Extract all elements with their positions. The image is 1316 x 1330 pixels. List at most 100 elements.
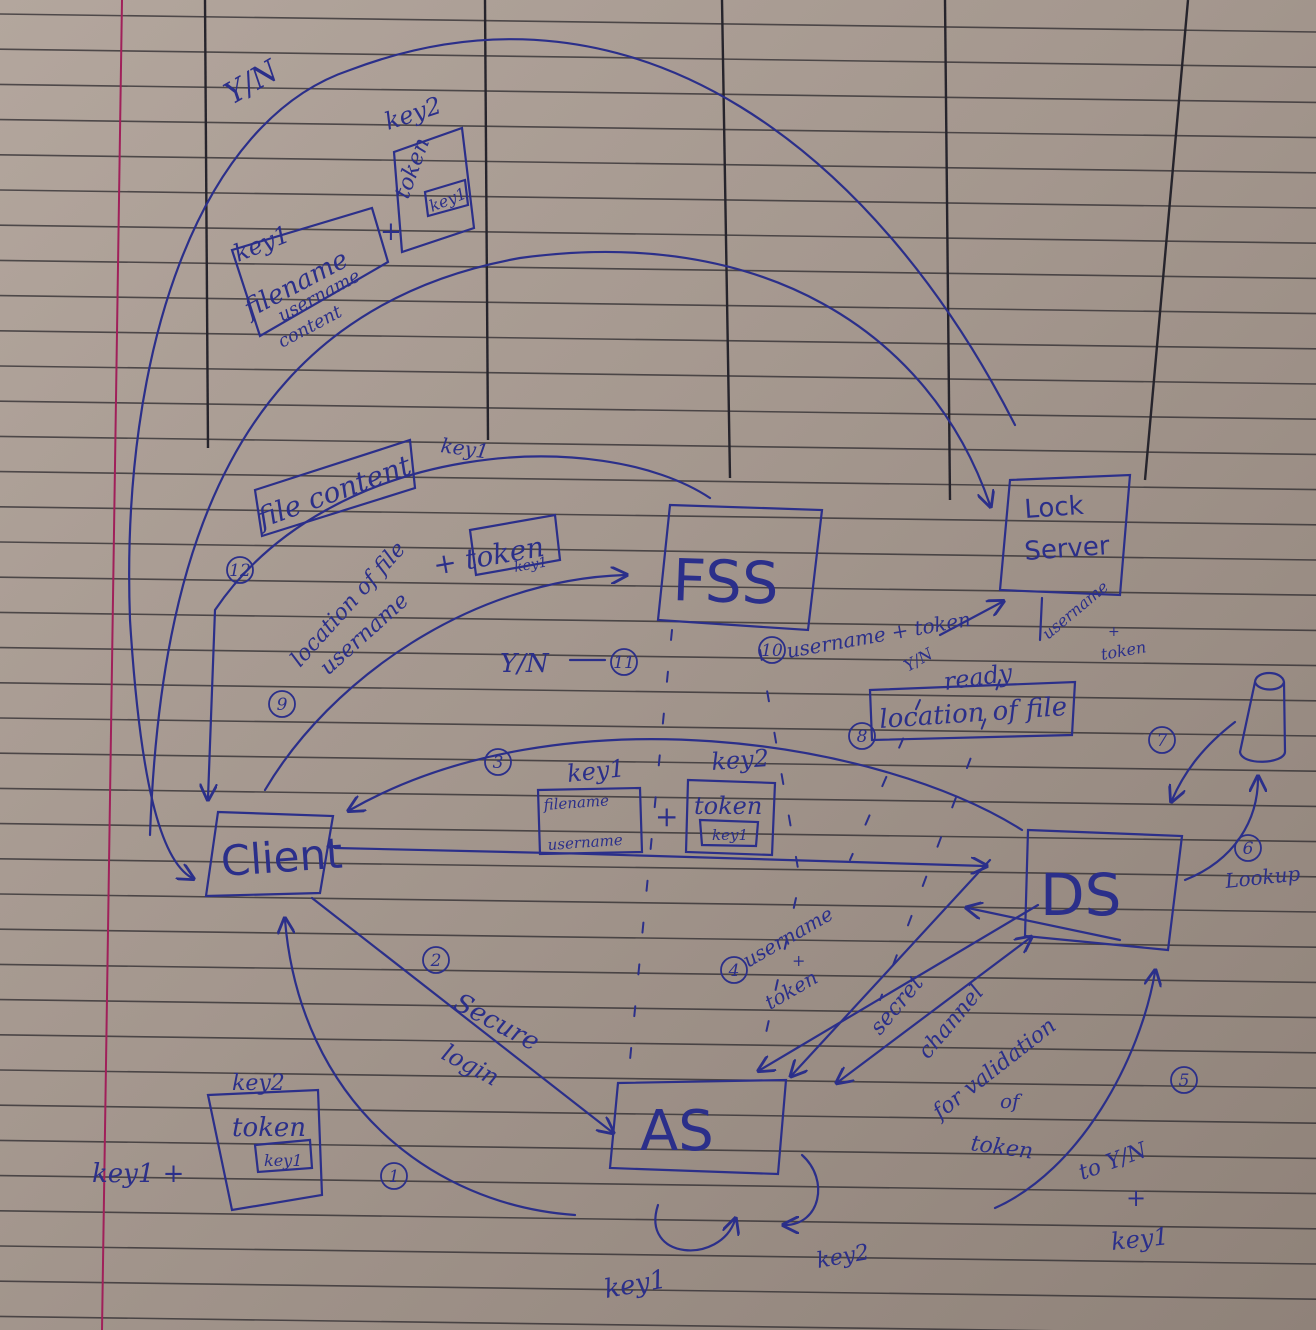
arrow-7-from-store <box>1172 720 1237 800</box>
yn-top-label: Y/N <box>219 53 287 112</box>
step-4-label-circle <box>720 956 748 984</box>
arrow-username-ls <box>1038 596 1044 642</box>
username-ls-3: token <box>1099 637 1147 664</box>
table-lines <box>203 0 1190 501</box>
arrow-6-lookup <box>1183 778 1258 882</box>
token-box-fss <box>468 513 562 577</box>
ruled-line <box>0 576 1316 596</box>
ruled-line <box>0 294 1316 315</box>
step-10-label: 10 <box>761 641 783 661</box>
secret-label-5: token <box>969 1131 1034 1164</box>
username-ls-1: username <box>1038 577 1112 643</box>
step-6-label: 6 <box>1243 839 1254 859</box>
key-fss-label: key1 <box>439 433 490 463</box>
arrow-10-to-lockserver <box>938 602 1002 637</box>
ruled-line <box>0 259 1316 280</box>
lock-server-label-1: Lock <box>1023 491 1084 525</box>
lookup-label: Lookup <box>1223 861 1301 893</box>
lookup-cylinder <box>1238 671 1287 763</box>
ruled-line <box>0 963 1316 984</box>
fss-box <box>656 503 824 632</box>
arrow-5-to-ds <box>993 972 1155 1210</box>
location-file-8-label: location of file <box>878 692 1068 735</box>
lock-server-box <box>998 473 1132 597</box>
ruled-line <box>0 13 1316 33</box>
step-12-label: 12 <box>229 561 251 581</box>
step-11-label-circle <box>610 648 638 676</box>
token-box-bl <box>206 1088 324 1212</box>
ruled-line <box>0 1174 1316 1195</box>
filename-mid-1: filename <box>542 791 610 814</box>
step-5-label-circle <box>1170 1066 1198 1094</box>
client-label: Client <box>219 829 344 886</box>
key2-mid-label: key2 <box>710 744 769 776</box>
username-token-10-label: username + token <box>785 607 973 663</box>
login-label: login <box>437 1039 504 1092</box>
fss-label: FSS <box>672 546 780 618</box>
ruled-line <box>0 1069 1316 1089</box>
as-box <box>608 1078 788 1176</box>
username-4-3: token <box>761 965 822 1014</box>
dashed-lines <box>629 629 1001 1061</box>
arrow-yn-top <box>128 38 1017 878</box>
ready-label: ready <box>942 659 1015 696</box>
step-9-label-circle <box>268 690 296 718</box>
file-content-label: file content <box>251 448 416 535</box>
ruled-line <box>0 365 1316 385</box>
step-9-label: 9 <box>277 695 288 715</box>
plus-mid-label: + <box>655 800 678 833</box>
ruled-line <box>0 435 1316 456</box>
username-ls-2: + <box>1108 624 1120 640</box>
token-inner-top <box>423 178 470 218</box>
ruled-line <box>0 682 1316 702</box>
step-2-label: 2 <box>430 951 442 971</box>
key2-bottom-label: key2 <box>815 1240 871 1274</box>
ruled-line <box>0 998 1316 1019</box>
key1-br-label: key1 <box>1110 1222 1170 1256</box>
ruled-line <box>0 330 1316 350</box>
yn-11-label: Y/N <box>500 649 550 679</box>
file-content-box <box>253 438 417 538</box>
ruled-line <box>0 611 1316 632</box>
yn-bottom-label: to Y/N <box>1076 1138 1151 1186</box>
key1-top-label: key1 <box>230 220 294 268</box>
token-inner-bl <box>253 1138 314 1174</box>
ruled-line <box>0 154 1316 174</box>
username-4-1: username <box>739 901 838 972</box>
ruled-line <box>0 822 1316 843</box>
margin-line <box>101 0 123 1330</box>
arrow-12-fss-to-client <box>208 455 712 798</box>
yn-ready-label: Y/N <box>901 644 937 676</box>
arrow-1-client-to-as <box>310 896 612 1132</box>
key2-top-label: key2 <box>381 91 444 135</box>
step-8-label: 8 <box>857 727 868 747</box>
step-7-label: 7 <box>1157 731 1168 751</box>
plus-bottom-label: + <box>1126 1184 1146 1212</box>
arrow-ds-to-client <box>350 738 1024 832</box>
ruled-line <box>0 541 1316 561</box>
username-4-2: + <box>792 951 805 970</box>
arrow-key-to-lockserver <box>148 250 990 837</box>
step-6-label-circle <box>1234 834 1262 862</box>
ruled-line <box>0 1280 1316 1300</box>
filename-box-mid <box>536 786 644 856</box>
ruled-line <box>0 83 1316 104</box>
ruled-line <box>0 1210 1316 1230</box>
ruled-line <box>0 506 1316 526</box>
as-label: AS <box>640 1099 714 1164</box>
location-file-box-8 <box>868 680 1077 742</box>
ruled-line <box>0 646 1316 667</box>
step-3-label: 3 <box>493 753 504 773</box>
key2-bl-label: key2 <box>232 1071 285 1096</box>
step-8-label-circle <box>848 722 876 750</box>
ruled-line <box>0 717 1316 737</box>
token-key1-fss-label: key1 <box>513 554 549 576</box>
ruled-line <box>0 400 1316 420</box>
arrow-client-to-ds <box>333 846 985 866</box>
ruled-line <box>0 1315 1053 1330</box>
secret-label-1: secret <box>865 971 929 1040</box>
loop-key1 <box>654 1203 735 1252</box>
token-mid-label: token <box>694 792 762 820</box>
